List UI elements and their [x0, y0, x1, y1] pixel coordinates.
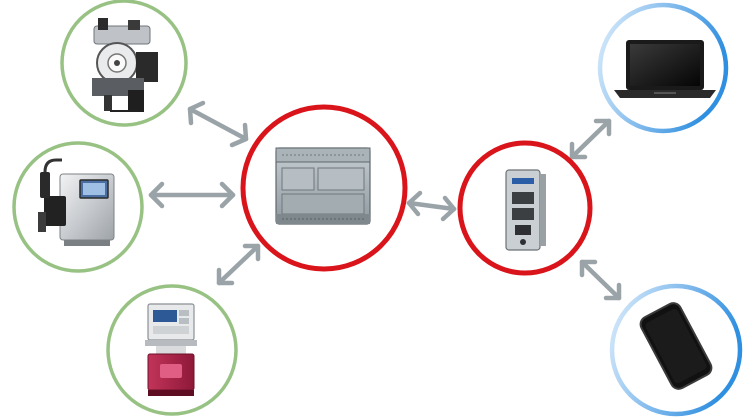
gateway-icon	[505, 169, 546, 251]
thermal-printer-icon	[145, 303, 197, 396]
laptop-icon	[614, 40, 716, 98]
smartphone-icon	[639, 302, 713, 390]
link-inkjet-plc	[148, 181, 236, 209]
link-gateway-laptop	[569, 118, 612, 160]
link-gateway-smartphone	[579, 259, 622, 301]
plc-icon	[275, 147, 371, 225]
link-thermal-printer-plc	[216, 243, 261, 286]
link-labeler-plc	[187, 100, 249, 148]
link-plc-gateway	[406, 190, 457, 222]
inkjet-printer-icon	[38, 158, 115, 246]
labeler-icon	[92, 18, 158, 112]
